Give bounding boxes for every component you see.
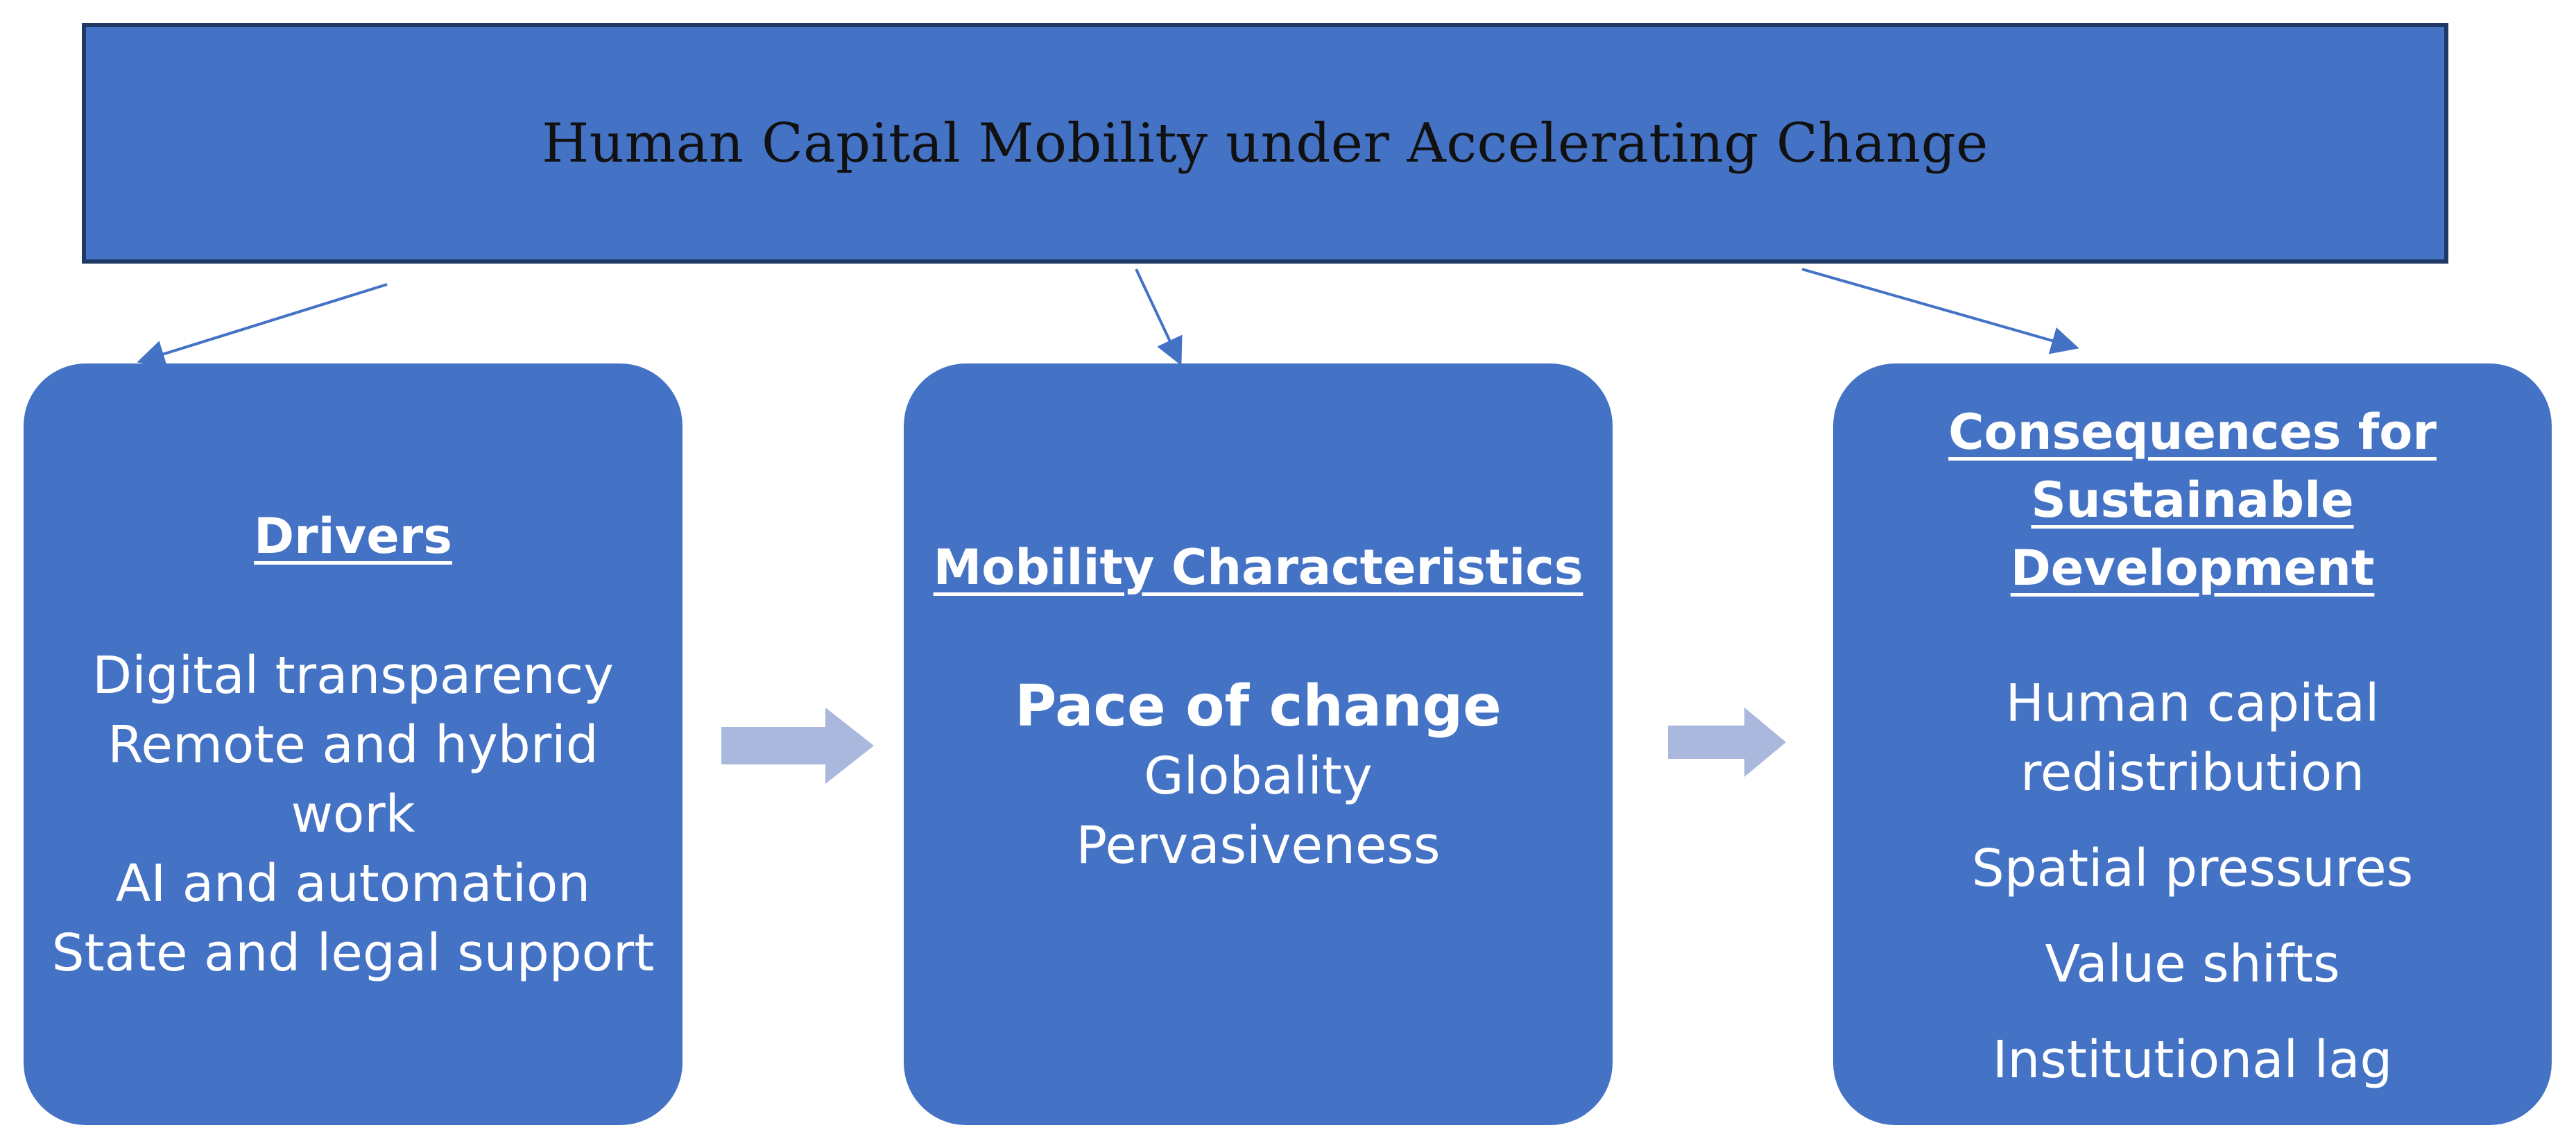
connector-to-mobility — [1135, 268, 1183, 366]
drivers-heading: Drivers — [254, 508, 452, 565]
consequences-card: Consequences for Sustainable Development… — [1833, 363, 2552, 1125]
mobility-list: Globality Pervasiveness — [904, 742, 1613, 880]
consequences-item: redistribution — [2020, 743, 2365, 803]
mobility-item: Pervasiveness — [1076, 816, 1441, 875]
mobility-heading: Mobility Characteristics — [933, 539, 1583, 596]
consequences-item: Spatial pressures — [1971, 839, 2414, 898]
drivers-list: Digital transparency Remote and hybrid w… — [24, 641, 682, 988]
mobility-emphasis: Pace of change — [1015, 674, 1502, 739]
consequences-heading: Consequences for Sustainable Development — [1948, 404, 2437, 597]
title-box: Human Capital Mobility under Acceleratin… — [82, 23, 2448, 264]
diagram-title: Human Capital Mobility under Acceleratin… — [542, 112, 1989, 175]
drivers-item: Digital transparency — [92, 646, 614, 705]
connector-to-drivers — [137, 283, 388, 368]
consequences-list: Human capital redistribution Spatial pre… — [1833, 669, 2552, 1095]
mobility-item: Globality — [1144, 746, 1373, 806]
mobility-card: Mobility Characteristics Pace of change … — [904, 363, 1613, 1125]
drivers-item: State and legal support — [51, 923, 655, 983]
drivers-item: Remote and hybrid work — [108, 715, 599, 844]
consequences-item: Institutional lag — [1992, 1030, 2393, 1090]
drivers-item: AI and automation — [115, 854, 591, 914]
consequences-item: Value shifts — [2045, 934, 2340, 994]
drivers-card: Drivers Digital transparency Remote and … — [24, 363, 682, 1125]
flow-arrow-1 — [721, 708, 874, 784]
consequences-item: Human capital — [2005, 674, 2380, 733]
connector-to-consequences — [1801, 268, 2079, 354]
flow-arrow-2 — [1668, 708, 1786, 777]
